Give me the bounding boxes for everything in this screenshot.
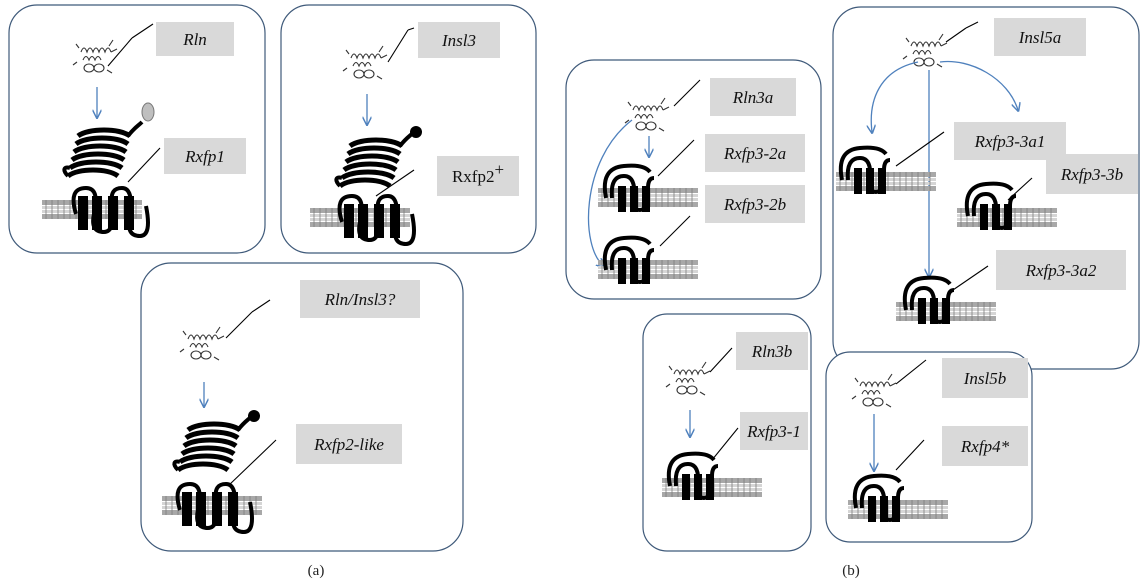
receptor-label: Rxfp1 xyxy=(184,147,225,166)
receptor-name: Rxfp2 xyxy=(452,167,495,186)
receptor-label: Rxfp2+ xyxy=(452,160,504,186)
leader-line xyxy=(375,169,415,197)
leader-line xyxy=(387,29,409,63)
label-box xyxy=(705,134,805,172)
panel-b-box-rln3b: Rln3b Rxfp3-1 xyxy=(642,313,812,552)
label-box xyxy=(164,138,246,174)
ligand-label: Insl5a xyxy=(1018,28,1062,47)
receptor-label: Rxfp2-like xyxy=(313,435,384,454)
panel-a-box-rxfp2-like: Rln/Insl3? Rxfp2-like xyxy=(140,262,464,552)
panel-b: Rln3a Rxfp3-2a Rxfp3-2b Insl5a xyxy=(565,6,1140,579)
leader-line xyxy=(1007,177,1033,201)
panel-b-box-insl5b: Insl5b Rxfp4* xyxy=(825,351,1033,543)
leader-line xyxy=(225,311,253,339)
leader-line xyxy=(945,27,967,43)
receptor-label: Rxfp3-2b xyxy=(723,195,786,214)
leader-line xyxy=(251,299,271,313)
binding-arrow xyxy=(871,61,919,132)
label-box xyxy=(1046,154,1138,194)
leader-line xyxy=(895,359,927,385)
leader-line xyxy=(895,439,925,471)
label-box xyxy=(300,280,420,318)
receptor-label: Rxfp3-3b xyxy=(1060,165,1123,184)
leader-line xyxy=(127,147,161,183)
label-box xyxy=(942,358,1028,398)
panel-b-caption: (b) xyxy=(842,563,860,579)
label-box xyxy=(736,332,808,370)
leader-line xyxy=(407,27,415,31)
label-box xyxy=(296,424,402,464)
ligand-label: Insl5b xyxy=(963,369,1007,388)
label-box xyxy=(705,185,805,223)
leader-line xyxy=(659,215,691,247)
receptor-superscript: + xyxy=(494,160,504,179)
label-box xyxy=(954,122,1066,160)
label-box xyxy=(740,412,808,450)
leader-line xyxy=(895,131,945,167)
ldla-module-icon xyxy=(248,410,260,422)
leader-line xyxy=(131,23,154,39)
ligand-label: Rln xyxy=(182,30,207,49)
panel-a-caption: (a) xyxy=(308,563,325,579)
binding-arrow xyxy=(587,119,633,266)
leader-line xyxy=(673,79,701,107)
ligand-label: Rln/Insl3? xyxy=(324,290,396,309)
panel-b-box-insl5a: Insl5a Rxfp3-3a1 Rxfp3-3b Rxfp3-3a2 xyxy=(832,6,1140,370)
label-box xyxy=(996,250,1126,290)
ldla-module-icon xyxy=(141,102,155,122)
binding-arrow xyxy=(939,60,1018,110)
leader-line xyxy=(711,427,739,461)
leader-line xyxy=(949,265,989,293)
panel-a-box-rln: Rln Rxfp1 xyxy=(8,4,266,254)
leader-line xyxy=(965,21,979,29)
leader-line xyxy=(657,139,695,177)
panel-a: Rln Rxfp1 Insl3 Rxfp2+ xyxy=(8,4,537,579)
label-box xyxy=(994,18,1086,56)
panel-border xyxy=(825,351,1033,543)
label-box xyxy=(710,78,796,116)
receptor-label: Rxfp3-3a1 xyxy=(974,132,1046,151)
label-box xyxy=(156,22,234,56)
ligand-label: Rln3a xyxy=(732,88,774,107)
panel-b-box-rln3a: Rln3a Rxfp3-2a Rxfp3-2b xyxy=(565,59,822,300)
label-box xyxy=(942,426,1028,466)
panel-a-box-insl3: Insl3 Rxfp2+ xyxy=(280,4,537,254)
ligand-label: Rln3b xyxy=(751,342,793,361)
leader-line xyxy=(227,439,277,487)
receptor-label: Rxfp3-3a2 xyxy=(1025,261,1097,280)
ldla-module-icon xyxy=(410,126,422,138)
receptor-label: Rxfp3-1 xyxy=(746,422,801,441)
label-box xyxy=(418,22,500,58)
ligand-label: Insl3 xyxy=(441,31,476,50)
receptor-label: Rxfp4* xyxy=(960,437,1010,456)
leader-line xyxy=(107,37,133,67)
label-box xyxy=(437,156,519,196)
panel-border xyxy=(140,262,464,552)
leader-line xyxy=(709,347,733,373)
receptor-label: Rxfp3-2a xyxy=(723,144,786,163)
